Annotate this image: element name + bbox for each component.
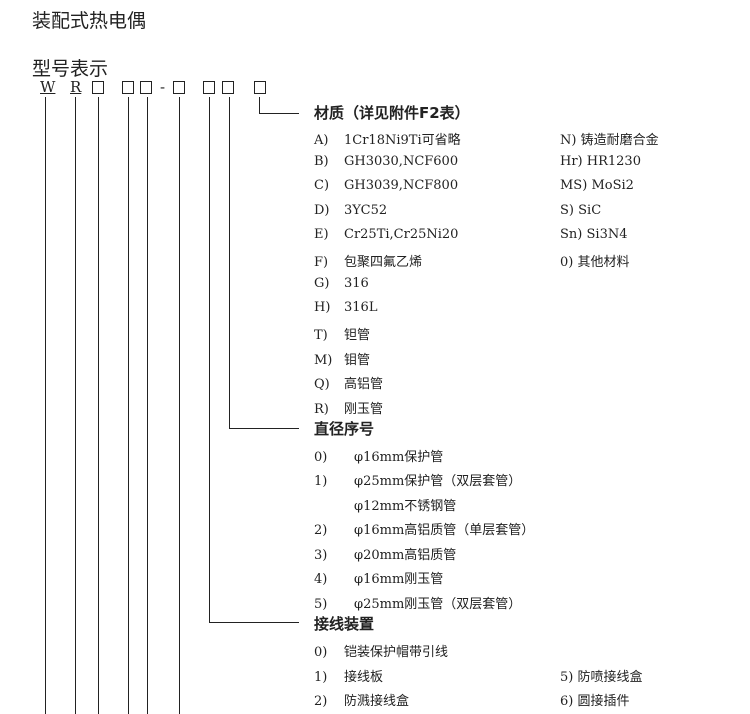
connector-line: [98, 97, 99, 714]
code-slot-box: [203, 81, 215, 94]
code-slot-box: [140, 81, 152, 94]
wiring-item: 1)接线板: [314, 670, 384, 685]
material-section-title: 材质（详见附件F2表）: [314, 104, 470, 122]
model-code-dash: -: [160, 78, 166, 96]
connector-line: [45, 97, 46, 714]
diameter-item: 5)φ25mm刚玉管（双层套管）: [314, 597, 522, 612]
material-item: N) 铸造耐磨合金: [560, 133, 659, 148]
connector-line: [75, 97, 76, 714]
material-item: G)316: [314, 276, 369, 291]
code-slot-box: [222, 81, 234, 94]
code-slot-box: [254, 81, 266, 94]
model-code-w: W: [40, 78, 56, 96]
material-item: M)钼管: [314, 353, 371, 368]
wiring-item: 5) 防喷接线盒: [560, 670, 643, 685]
material-item: Q)高铝管: [314, 377, 384, 392]
code-slot-box: [173, 81, 185, 94]
material-item: S) SiC: [560, 203, 602, 218]
material-item: B)GH3030,NCF600: [314, 154, 459, 169]
diameter-item: 1)φ25mm保护管（双层套管）: [314, 474, 522, 489]
code-slot-box: [92, 81, 104, 94]
connector-line: [209, 97, 210, 622]
material-item: Sn) Si3N4: [560, 227, 628, 242]
connector-line: [147, 97, 148, 714]
diameter-item: 3)φ20mm高铝质管: [314, 548, 457, 563]
material-item: E)Cr25Ti,Cr25Ni20: [314, 227, 459, 242]
diameter-item: 0)φ16mm保护管: [314, 450, 444, 465]
diameter-item: 2)φ16mm高铝质管（单层套管）: [314, 523, 535, 538]
diameter-item: 4)φ16mm刚玉管: [314, 572, 444, 587]
connector-line: [179, 97, 180, 714]
material-item: Hr) HR1230: [560, 154, 641, 169]
material-item: H)316L: [314, 300, 378, 315]
connector-line: [259, 97, 260, 113]
wiring-item: 0)铠装保护帽带引线: [314, 645, 449, 660]
material-connector: [259, 113, 299, 114]
diameter-section-title: 直径序号: [314, 420, 375, 438]
diameter-connector: [229, 428, 299, 429]
material-item: A)1Cr18Ni9Ti可省略: [314, 133, 461, 148]
connector-line: [229, 97, 230, 428]
material-item: D)3YC52: [314, 203, 388, 218]
wiring-item: 2)防溅接线盒: [314, 694, 410, 709]
diameter-item: φ12mm不锈钢管: [354, 499, 457, 514]
model-code-r: R: [70, 78, 82, 96]
connector-line: [128, 97, 129, 714]
wiring-item: 6) 圆接插件: [560, 694, 630, 709]
code-slot-box: [122, 81, 134, 94]
material-item: 0) 其他材料: [560, 255, 630, 270]
material-item: F)包聚四氟乙烯: [314, 255, 423, 270]
page-title: 装配式热电偶: [32, 10, 147, 32]
model-heading: 型号表示: [32, 58, 109, 80]
material-item: R)刚玉管: [314, 402, 384, 417]
wiring-section-title: 接线装置: [314, 615, 375, 633]
material-item: C)GH3039,NCF800: [314, 178, 459, 193]
material-item: T)钽管: [314, 328, 371, 343]
material-item: MS) MoSi2: [560, 178, 634, 193]
wiring-connector: [209, 622, 299, 623]
